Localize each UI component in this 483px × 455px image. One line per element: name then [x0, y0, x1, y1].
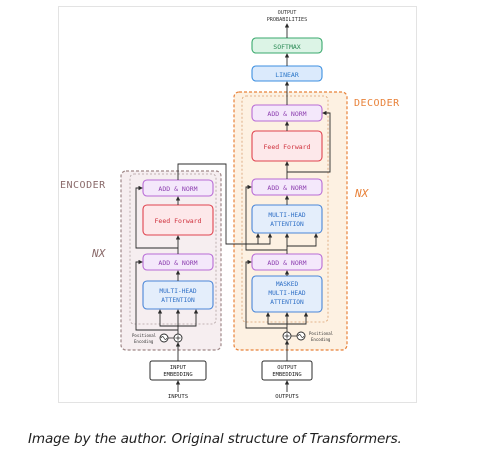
- input-embedding-line1: INPUT: [170, 365, 187, 371]
- decoder-repeat-label: NX: [354, 187, 370, 200]
- encoder-attention-line2: ATTENTION: [161, 297, 195, 304]
- encoder-add-norm-bottom-label: ADD & NORM: [158, 259, 197, 267]
- softmax-label: SOFTMAX: [273, 43, 300, 51]
- decoder-masked-line3: ATTENTION: [270, 299, 304, 306]
- decoder-add-norm-bottom-label: ADD & NORM: [267, 259, 306, 267]
- output-embedding-line1: OUTPUT: [277, 365, 297, 371]
- transformer-diagram: ENCODER NX ADD & NORM Feed Forward ADD &…: [60, 10, 400, 400]
- decoder-positional-line1: Positional: [309, 331, 334, 336]
- decoder-positional-line2: Encoding: [311, 337, 331, 342]
- decoder-attention-line1: MULTI-HEAD: [268, 212, 306, 219]
- output-probabilities-line1: OUTPUT: [278, 10, 297, 16]
- figure-caption: Image by the author. Original structure …: [28, 431, 402, 447]
- encoder-feed-forward-label: Feed Forward: [155, 217, 202, 225]
- decoder-feed-forward-label: Feed Forward: [264, 143, 311, 151]
- encoder-repeat-label: NX: [91, 247, 107, 260]
- outputs-label: OUTPUTS: [275, 394, 299, 400]
- decoder-masked-line2: MULTI-HEAD: [268, 290, 306, 297]
- encoder-positional-line1: Positional: [132, 333, 157, 338]
- decoder-add-norm-top-label: ADD & NORM: [267, 110, 306, 118]
- decoder-title: DECODER: [354, 98, 400, 109]
- encoder-add-norm-top-label: ADD & NORM: [158, 185, 197, 193]
- output-probabilities-line2: PROBABILITIES: [267, 17, 308, 23]
- encoder-multi-head-attention: [142, 280, 214, 310]
- encoder-title: ENCODER: [60, 180, 106, 191]
- decoder-add-norm-middle-label: ADD & NORM: [267, 184, 306, 192]
- decoder-layer-group: [241, 95, 329, 323]
- decoder-multi-head-attention: [251, 204, 323, 234]
- output-embedding-line2: EMBEDDING: [272, 372, 301, 378]
- encoder-positional-line2: Encoding: [134, 339, 154, 344]
- input-embedding-line2: EMBEDDING: [163, 372, 192, 378]
- flow-arrows: [135, 23, 331, 392]
- encoder-attention-line1: MULTI-HEAD: [159, 288, 197, 295]
- decoder-masked-line1: MASKED: [276, 281, 299, 288]
- inputs-label: INPUTS: [168, 394, 188, 400]
- linear-label: LINEAR: [275, 71, 299, 79]
- decoder-attention-line2: ATTENTION: [270, 221, 304, 228]
